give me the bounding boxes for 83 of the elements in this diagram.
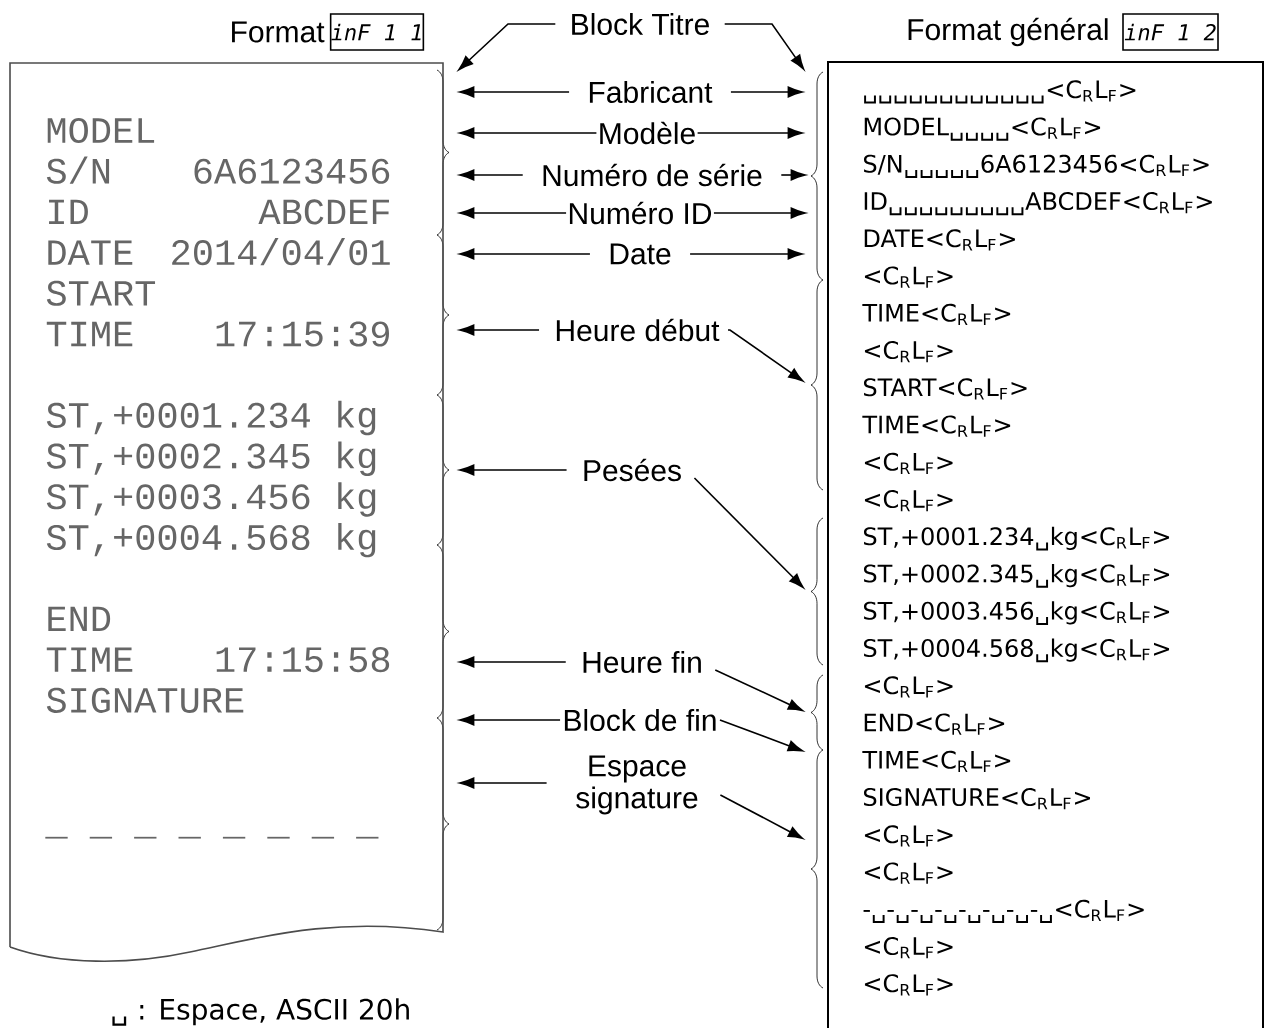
node-label: TIME<C$_{R}$L$_{F}$> xyxy=(862,750,1011,773)
callout-label: Numéro de série xyxy=(543,163,762,187)
node-label: 6A6123456 xyxy=(194,158,390,184)
callout-label: Heure fin xyxy=(583,651,701,673)
node-label: SIGNATURE<C$_{R}$L$_{F}$> xyxy=(863,787,1091,810)
callout-label: Modèle xyxy=(600,121,695,145)
arrow xyxy=(459,777,548,789)
node-label: ID␣␣␣␣␣␣␣␣␣ABCDEF<C$_{R}$L$_{F}$> xyxy=(864,191,1212,216)
arrow xyxy=(459,127,598,139)
node-label: ST,+0002.345␣kg<C$_{R}$L$_{F}$> xyxy=(863,564,1170,588)
node-label: DATE xyxy=(48,240,133,265)
arrow xyxy=(696,127,803,139)
node-label: 17:15:58 xyxy=(216,647,390,673)
node-label: ABCDEF xyxy=(258,199,389,225)
arrow xyxy=(713,207,806,219)
node-label: ID xyxy=(49,199,88,225)
callout-label: Numéro ID xyxy=(569,201,712,225)
node-label: S/N xyxy=(46,156,110,184)
node-label: MODEL xyxy=(47,117,155,144)
node-label: ST,+0003.456␣kg<C$_{R}$L$_{F}$> xyxy=(863,601,1170,625)
arrow xyxy=(693,477,804,589)
arrow xyxy=(719,719,803,752)
node-label: S/N␣␣␣␣␣6A6123456<C$_{R}$L$_{F}$> xyxy=(863,154,1209,178)
callout-label: Heure début xyxy=(556,318,720,342)
node-label: <C$_{R}$L$_{F}$> xyxy=(864,452,953,475)
arrow xyxy=(459,248,591,260)
node-label: ST,+0001.234␣kg<C$_{R}$L$_{F}$> xyxy=(863,526,1170,551)
node-label: <C$_{R}$L$_{F}$> xyxy=(864,825,953,847)
node-label: _ _ _ _ _ _ _ _ xyxy=(45,836,379,839)
callout-label: Block de fin xyxy=(564,709,716,731)
receipt: MODEL S/N 6A6123456 ID ABCDEF DATE 2014/04/01 START TIME 17:15:39 ST,+0001.234 kg ST,+0002.345 kg ST,+0003.456 kg ST,+0004.568 kg END TIME 17:15:58 SIGNATURE _ _ _ _ _ _ _ _ xyxy=(9,62,444,962)
callout-label: Espace signature xyxy=(576,755,698,815)
node-label: -␣-␣-␣-␣-␣-␣-␣-␣<C$_{R}$L$_{F}$> xyxy=(863,899,1144,923)
node-label: TIME<C$_{R}$L$_{F}$> xyxy=(862,303,1011,326)
callout-label: Fabricant xyxy=(589,81,713,103)
arrow xyxy=(459,464,568,476)
node-label: ST,+0001.234 kg xyxy=(46,400,376,436)
node-label: 2014/04/01 xyxy=(172,237,390,266)
callout-label: Date xyxy=(610,243,671,265)
node-label: 17:15:39 xyxy=(216,321,390,347)
arrow xyxy=(459,86,570,98)
arrow xyxy=(459,169,524,181)
node-label: ST,+0004.568␣kg<C$_{R}$L$_{F}$> xyxy=(863,638,1170,663)
node-label: DATE<C$_{R}$L$_{F}$> xyxy=(864,229,1015,251)
node-label: ␣␣␣␣␣␣␣␣␣␣␣␣<C$_{R}$L$_{F}$> xyxy=(864,80,1136,104)
node-label: <C$_{R}$L$_{F}$> xyxy=(864,266,953,288)
arrow xyxy=(458,23,557,71)
node-label: START xyxy=(46,280,156,306)
arrow xyxy=(723,23,805,70)
format-heading: Format général xyxy=(908,17,1108,47)
node-label: END xyxy=(48,606,111,632)
node-label: <C$_{R}$L$_{F}$> xyxy=(864,936,953,959)
callout-label: Block Titre xyxy=(572,13,709,35)
arrow xyxy=(459,656,567,668)
arrow xyxy=(689,248,803,260)
arrow xyxy=(459,324,540,336)
node-label: <C$_{R}$L$_{F}$> xyxy=(864,489,953,512)
node-label: <C$_{R}$L$_{F}$> xyxy=(864,340,953,363)
node-label: ST,+0004.568 kg xyxy=(46,522,376,558)
node-label: ST,+0002.345 kg xyxy=(46,441,376,476)
node-label: END<C$_{R}$L$_{F}$> xyxy=(864,713,1005,735)
arrow xyxy=(719,794,804,840)
format-heading: Format xyxy=(232,21,325,43)
format-panel: ␣␣␣␣␣␣␣␣␣␣␣␣<C$_{R}$L$_{F}$> MODEL␣␣␣␣<C$_{R}$L$_{F}$> S/N␣␣␣␣␣6A6123456<C$_{R}$L$_{F}$> ID␣␣␣␣␣␣␣␣␣ABCDEF<C$_{R}$L$_{F}$> DATE<C$_{R}$L$_{F}$> <C$_{R}$L$_{F}$> TIME<C$_{R}$L$_{F}$> <C$_{R}$L$_{F}$> START<C$_{R}$L$_{F}$> TIME<C$_{R}$L$_{F}$> <C$_{R}$L$_{F}$> <C$_{R}$L$_{F}$> ST,+0001.234␣kg<C$_{R}$L$_{F}$> ST,+0002.345␣kg<C$_{R}$L$_{F}$> ST,+0003.456␣kg<C$_{R}$L$_{F}$> ST,+0004.568␣kg<C$_{R}$L$_{F}$> <C$_{R}$L$_{F}$> END<C$_{R}$L$_{F}$> TIME<C$_{R}$L$_{F}$> SIGNATURE<C$_{R}$L$_{F}$> <C$_{R}$L$_{F}$> <C$_{R}$L$_{F}$> -␣-␣-␣-␣-␣-␣-␣-␣<C$_{R}$L$_{F}$> <C$_{R}$L$_{F}$> <C$_{R}$L$_{F}$> xyxy=(827,61,1264,1028)
node-label: <C$_{R}$L$_{F}$> xyxy=(864,676,953,698)
node-label: TIME xyxy=(46,321,133,347)
node-label: SIGNATURE xyxy=(46,687,244,713)
arrow xyxy=(730,86,803,98)
arrow xyxy=(780,169,806,181)
arrow xyxy=(727,329,804,382)
arrow xyxy=(459,714,561,726)
node-label: TIME<C$_{R}$L$_{F}$> xyxy=(862,415,1011,437)
node-label: <C$_{R}$L$_{F}$> xyxy=(864,862,953,884)
node-label: MODEL␣␣␣␣<C$_{R}$L$_{F}$> xyxy=(864,117,1101,141)
arrow xyxy=(459,207,567,219)
node-label: START<C$_{R}$L$_{F}$> xyxy=(863,378,1027,400)
display-box: inF 1 1 xyxy=(329,13,425,51)
arrow xyxy=(714,669,804,712)
node-label: ST,+0003.456 kg xyxy=(46,482,376,517)
callout-label: Pesées xyxy=(584,458,681,482)
node-label: TIME xyxy=(46,647,133,672)
note: ␣ : Espace, ASCII 20h xyxy=(112,998,409,1026)
node-label: <C$_{R}$L$_{F}$> xyxy=(864,974,953,996)
